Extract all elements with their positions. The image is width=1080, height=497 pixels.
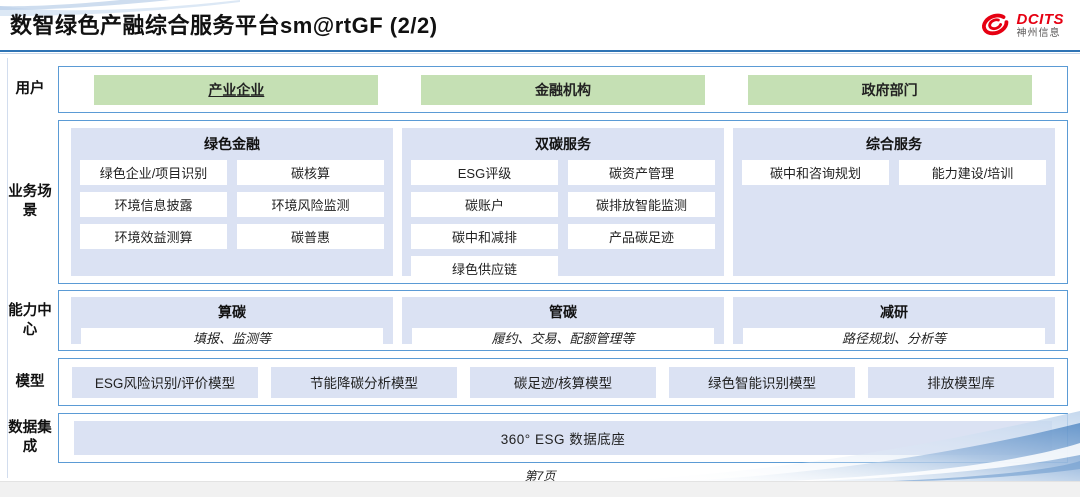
top-left-swoosh-decoration: [0, 0, 240, 16]
scenario-item: 能力建设/培训: [899, 160, 1046, 185]
scenario-column-green-finance: 绿色金融 绿色企业/项目识别 碳核算 环境信息披露 环境风险监测 环境效益测算 …: [71, 128, 393, 276]
capability-column-manage-carbon: 管碳 履约、交易、配额管理等: [402, 297, 724, 347]
scenario-item: 碳普惠: [237, 224, 384, 249]
scenario-item: 产品碳足迹: [568, 224, 715, 249]
model-box: 碳足迹/核算模型: [470, 366, 656, 398]
scenario-item: 碳核算: [237, 160, 384, 185]
scenario-item: 碳资产管理: [568, 160, 715, 185]
title-divider: [0, 50, 1080, 52]
row-label-users: 用户: [15, 81, 45, 98]
model-box: 绿色智能识别模型: [669, 366, 855, 398]
model-box: 排放模型库: [868, 366, 1054, 398]
row-label-models: 模型: [15, 373, 45, 390]
scenario-column-comprehensive: 综合服务 碳中和咨询规划 能力建设/培训: [733, 128, 1055, 276]
scenario-item: 环境效益测算: [80, 224, 227, 249]
page-number: 第7页: [524, 469, 556, 483]
scenario-items-grid: ESG评级 碳资产管理 碳账户 碳排放智能监测 碳中和减排 产品碳足迹 绿色供应…: [411, 160, 715, 281]
row-label-scenarios: 业务场景: [8, 184, 52, 219]
scenario-items-grid: 绿色企业/项目识别 碳核算 环境信息披露 环境风险监测 环境效益测算 碳普惠: [80, 160, 384, 249]
model-box: 节能降碳分析模型: [271, 366, 457, 398]
scenario-item: 碳排放智能监测: [568, 192, 715, 217]
capability-description: 路径规划、分析等: [743, 328, 1045, 347]
left-hairline: [7, 58, 8, 478]
user-box-industry: 产业企业: [94, 74, 379, 105]
scenario-item: 碳账户: [411, 192, 558, 217]
row-label-capabilities: 能力中心: [8, 302, 52, 338]
title-divider-soft: [0, 53, 1080, 54]
bottom-right-swoosh-decoration: [580, 411, 1080, 483]
company-logo: DCITS 神州信息: [978, 10, 1065, 40]
scenario-item: 碳中和咨询规划: [742, 160, 889, 185]
scenarios-row: 绿色金融 绿色企业/项目识别 碳核算 环境信息披露 环境风险监测 环境效益测算 …: [58, 120, 1068, 284]
models-row: ESG风险识别/评价模型 节能降碳分析模型 碳足迹/核算模型 绿色智能识别模型 …: [58, 358, 1068, 406]
logo-swirl-icon: [981, 13, 1008, 36]
scenario-item: 碳中和减排: [411, 224, 558, 249]
column-header: 综合服务: [866, 136, 922, 152]
capability-column-reduce-research: 减研 路径规划、分析等: [733, 297, 1055, 347]
logo-subtext: 神州信息: [1016, 27, 1061, 39]
scenario-item: 绿色企业/项目识别: [80, 160, 227, 185]
capability-description: 填报、监测等: [81, 328, 383, 347]
column-header: 减研: [880, 304, 908, 320]
capability-description: 履约、交易、配额管理等: [412, 328, 714, 347]
bottom-strip: [0, 481, 1080, 497]
user-box-government: 政府部门: [747, 74, 1032, 105]
capabilities-row: 算碳 填报、监测等 管碳 履约、交易、配额管理等 减研 路径规划、分析等: [58, 290, 1068, 351]
user-box-finance: 金融机构: [420, 74, 706, 105]
capability-column-calc-carbon: 算碳 填报、监测等: [71, 297, 393, 347]
scenario-item: ESG评级: [411, 160, 558, 185]
scenario-items-grid: 碳中和咨询规划 能力建设/培训: [742, 160, 1046, 185]
model-box: ESG风险识别/评价模型: [72, 366, 258, 398]
column-header: 绿色金融: [204, 136, 260, 152]
column-header: 双碳服务: [535, 136, 591, 152]
users-row: 产业企业 金融机构 政府部门: [58, 66, 1068, 113]
page-title: 数智绿色产融综合服务平台sm@rtGF (2/2): [10, 13, 438, 38]
column-header: 算碳: [218, 304, 246, 320]
scenario-item: 环境风险监测: [237, 192, 384, 217]
scenario-column-dual-carbon: 双碳服务 ESG评级 碳资产管理 碳账户 碳排放智能监测 碳中和减排 产品碳足迹…: [402, 128, 724, 281]
logo-name: DCITS: [1016, 10, 1064, 28]
data-foundation-box: 360° ESG 数据底座: [74, 421, 1052, 455]
row-label-data-integration: 数据集成: [8, 420, 52, 455]
scenario-item: 环境信息披露: [80, 192, 227, 217]
column-header: 管碳: [549, 304, 577, 320]
scenario-item: 绿色供应链: [411, 256, 558, 281]
